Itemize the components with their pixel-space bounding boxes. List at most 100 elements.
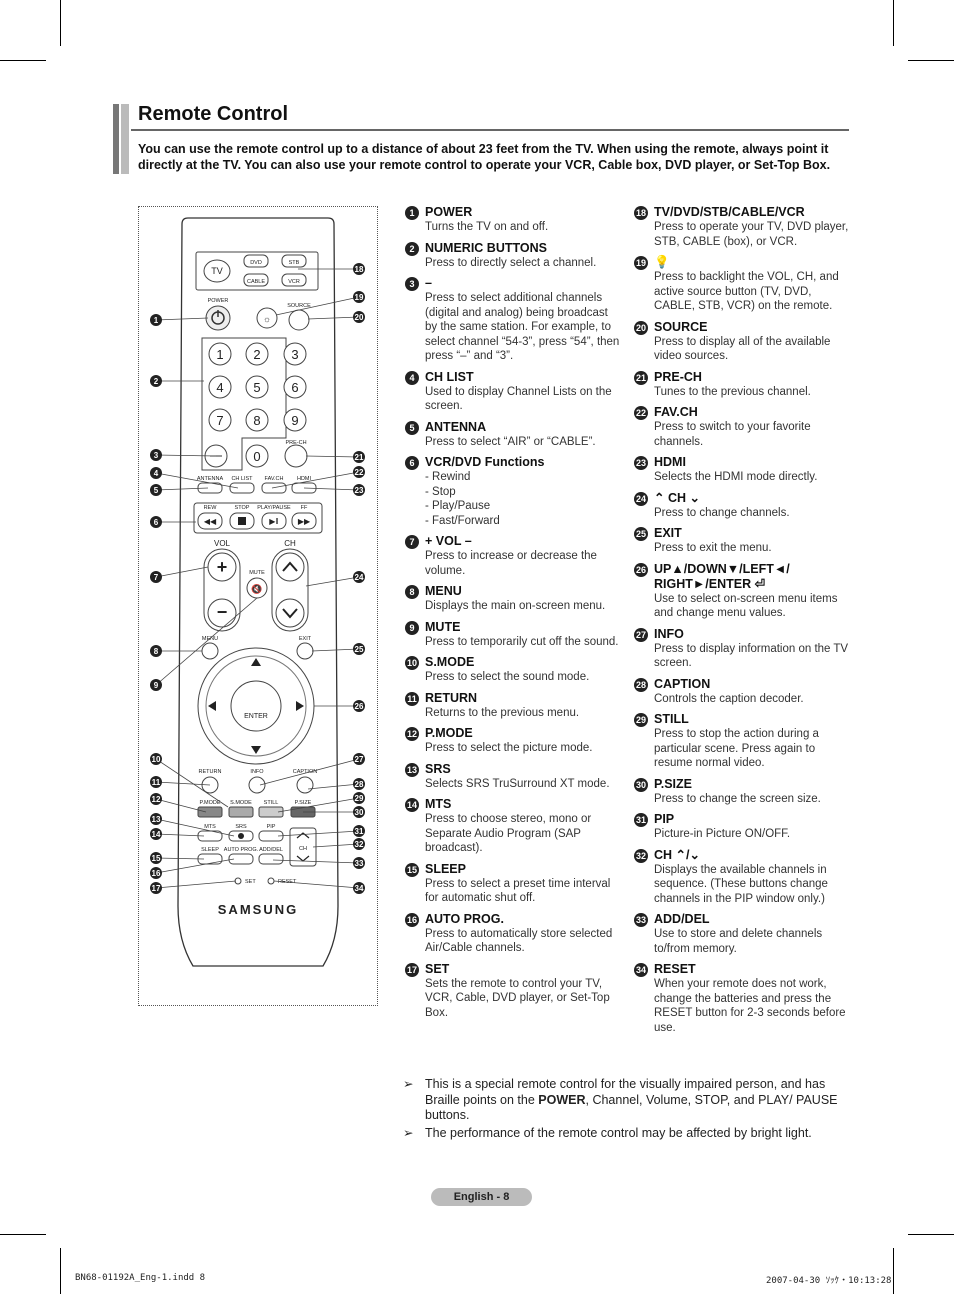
callout-badge (353, 753, 365, 765)
rew-button (197, 512, 223, 530)
callout-number: 31 (355, 827, 364, 836)
item-description: Press to select “AIR” or “CABLE”. (425, 435, 596, 448)
item-description: - Rewind - Stop - Play/Pause - Fast/Forw… (425, 471, 500, 527)
mts-label: MTS (204, 824, 216, 830)
callout-badge (150, 882, 162, 894)
item-number-badge: 12 (405, 727, 419, 741)
item-number-badge: 11 (405, 691, 419, 706)
callout-number: 14 (152, 830, 161, 839)
callout-number: 9 (154, 681, 159, 690)
callout-line (259, 758, 360, 786)
item-title: POWER (425, 205, 473, 219)
item-description: Use to store and delete channels to/from… (654, 928, 823, 955)
item-number-badge: 27 (634, 627, 648, 642)
callout-badge (150, 776, 162, 788)
cable-button (243, 273, 269, 287)
item-title: NUMERIC BUTTONS (425, 240, 547, 255)
callout-badge (353, 263, 365, 275)
callout-line (277, 797, 360, 813)
tv-button (203, 259, 231, 283)
dvd-button (243, 254, 269, 268)
item-description: Use to select on-screen menu items and c… (654, 592, 838, 620)
caption-button (296, 776, 314, 794)
callout-badge (150, 571, 162, 583)
item-number-badge: 10 (405, 656, 419, 670)
callout-number: 15 (152, 854, 161, 863)
item-number-badge: 34 (634, 963, 648, 977)
stop-label: STOP (235, 505, 250, 511)
digit-label: 9 (291, 413, 298, 428)
item-description: Displays the main on-screen menu. (425, 600, 606, 612)
chlist-label: CH LIST (231, 476, 253, 482)
item-title: AUTO PROG. (425, 911, 504, 926)
item-number-badge: 5 (405, 420, 419, 435)
digit-0-button (245, 444, 269, 468)
item-number-badge: 9 (405, 620, 419, 635)
item-title: + VOL – (425, 534, 472, 548)
callout-line (271, 471, 360, 489)
item-number-badge: 8 (405, 585, 419, 599)
item-description: Sets the remote to control your TV, VCR,… (425, 977, 610, 1019)
prech-label: PRE-CH (285, 440, 306, 446)
note-arrow-icon: ➢ (403, 1077, 414, 1091)
callout-number: 24 (355, 573, 364, 582)
item-number-badge: 22 (634, 406, 648, 420)
callout-badge (150, 449, 162, 461)
adddel-label: ADD/DEL (259, 847, 283, 853)
item-title: PIP (654, 812, 675, 826)
item-number-badge: 3 (405, 277, 419, 291)
slug-left: BN68-01192A_Eng-1.indd 8 (75, 1273, 206, 1283)
callout-number: 21 (355, 453, 364, 462)
callout-number: 2 (154, 377, 159, 386)
item-description: Returns to the previous menu. (425, 706, 580, 719)
digit-2-button (245, 342, 269, 366)
item-description: Press to display information on the TV s… (654, 642, 849, 670)
item-description: Press to change the screen size. (654, 792, 821, 805)
callout-number: 5 (154, 486, 159, 495)
callout-badge (353, 838, 365, 850)
item-description: Press to temporarily cut off the sound. (425, 635, 619, 648)
playpause-button (261, 512, 287, 530)
callout-line (311, 648, 360, 652)
callout-number: 17 (152, 884, 161, 893)
vcr-button (281, 273, 307, 287)
item-title: CAPTION (654, 676, 711, 691)
sleep-label: SLEEP (201, 847, 219, 853)
dvd-label: DVD (250, 260, 262, 266)
item-title: FAV.CH (654, 405, 698, 419)
item-title: ⌃ CH ⌄ (654, 490, 700, 505)
item-number-badge: 28 (634, 677, 648, 692)
tv-label: TV (211, 266, 223, 276)
digit-label: 7 (216, 413, 223, 428)
digit-label: 5 (253, 380, 260, 395)
item-description: Press to backlight the VOL, CH, and acti… (654, 271, 839, 312)
crop-mark (893, 0, 894, 46)
item-description: Tunes to the previous channel. (654, 385, 811, 398)
callout-line (303, 487, 360, 491)
callout-number: 27 (355, 755, 364, 764)
item-number-badge: 7 (405, 535, 419, 549)
callout-badge (150, 484, 162, 496)
item-description: Press to display all of the available vi… (654, 335, 831, 363)
item-description: Press to stop the action during a partic… (654, 728, 819, 769)
item-title: CH ⌃/⌄ (654, 847, 700, 862)
item-title: ANTENNA (425, 419, 487, 434)
callout-badge (353, 857, 365, 869)
item-title: MTS (425, 797, 452, 811)
ch-label: CH (284, 539, 296, 548)
callout-badge (353, 451, 365, 463)
